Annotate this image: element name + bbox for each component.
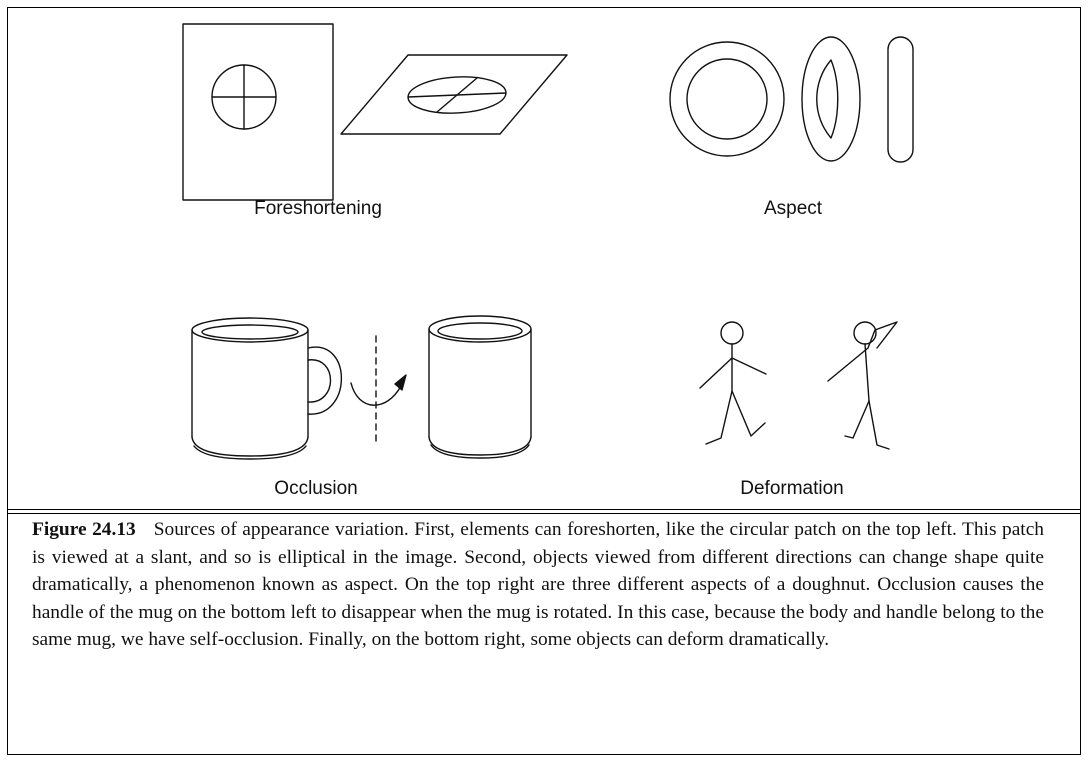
occlusion-drawing bbox=[191, 315, 532, 460]
mug-with-handle bbox=[191, 317, 343, 460]
rotation-arrow bbox=[350, 382, 402, 406]
foreshortening-drawing bbox=[182, 23, 568, 201]
figure-illustration bbox=[182, 23, 914, 460]
figure-frame: Foreshortening Aspect Occlusion Deformat… bbox=[7, 7, 1081, 755]
foreshortening-label: Foreshortening bbox=[254, 198, 382, 219]
aspect-label: Aspect bbox=[763, 198, 823, 219]
deformation-drawing bbox=[699, 321, 898, 450]
occlusion-label: Occlusion bbox=[274, 478, 358, 499]
deformation-label: Deformation bbox=[740, 478, 844, 499]
caption-text: Sources of appearance variation. First, … bbox=[32, 519, 1045, 650]
stick-figure-standing bbox=[699, 321, 767, 445]
doughnut-side-view bbox=[887, 36, 914, 163]
doughnut-outer-front bbox=[669, 41, 785, 157]
ellipse-slant-line bbox=[436, 77, 478, 113]
figure-illustration-area: Foreshortening Aspect Occlusion Deformat… bbox=[8, 8, 1080, 509]
doughnut-inner-front bbox=[686, 58, 768, 140]
caption-label: Figure 24.13 bbox=[32, 519, 136, 540]
caption-separator bbox=[8, 509, 1080, 514]
rotation-arrowhead bbox=[394, 374, 407, 391]
mug-rotated bbox=[428, 315, 532, 459]
slanted-plane bbox=[340, 54, 568, 135]
doughnut-outer-oblique bbox=[801, 36, 861, 162]
aspect-drawing bbox=[669, 36, 914, 163]
stick-figure-waving bbox=[827, 321, 898, 450]
frontal-square bbox=[182, 23, 334, 201]
doughnut-hole-oblique bbox=[816, 59, 839, 139]
